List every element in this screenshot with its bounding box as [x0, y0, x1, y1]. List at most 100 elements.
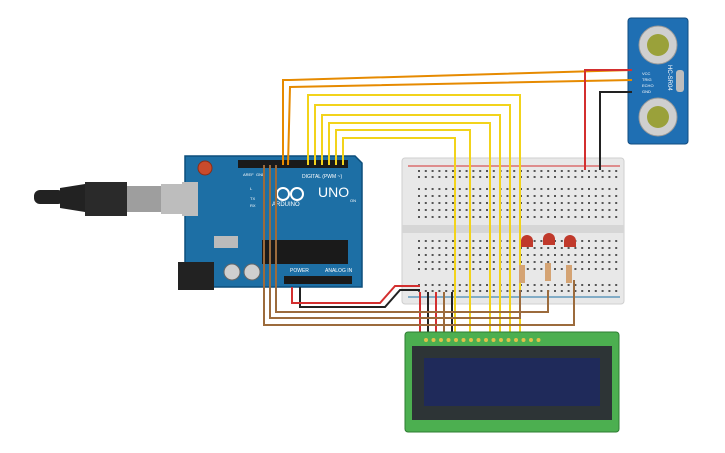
breadboard-rail-hole	[533, 284, 536, 286]
breadboard-hole	[479, 240, 482, 242]
breadboard-hole	[547, 195, 550, 197]
breadboard-hole	[567, 261, 570, 263]
breadboard-hole	[615, 247, 618, 249]
breadboard-hole	[601, 240, 604, 242]
breadboard-hole	[608, 209, 611, 211]
breadboard-hole	[479, 261, 482, 263]
breadboard-hole	[608, 261, 611, 263]
breadboard-hole	[554, 188, 556, 190]
breadboard-hole	[472, 188, 475, 190]
breadboard-hole	[581, 216, 584, 218]
breadboard-hole	[431, 254, 434, 256]
breadboard-rail-hole	[554, 284, 556, 286]
breadboard-rail-hole	[526, 290, 529, 292]
breadboard-hole	[458, 216, 461, 218]
breadboard-hole	[472, 202, 475, 204]
breadboard-rail-hole	[608, 284, 611, 286]
breadboard-hole	[533, 268, 536, 270]
breadboard-hole	[560, 216, 563, 218]
breadboard-hole	[431, 216, 434, 218]
breadboard-hole	[540, 247, 543, 249]
breadboard-rail-hole	[438, 176, 441, 178]
lcd-pin	[476, 338, 481, 342]
breadboard-rail-hole	[438, 290, 441, 292]
breadboard-hole	[479, 209, 482, 211]
breadboard-rail-hole	[554, 290, 556, 292]
breadboard-rail-hole	[608, 176, 611, 178]
breadboard-hole	[608, 195, 611, 197]
l-label: L	[250, 186, 253, 191]
breadboard-hole	[438, 209, 441, 211]
breadboard-hole	[506, 216, 509, 218]
breadboard-hole	[547, 188, 550, 190]
breadboard-hole	[581, 254, 584, 256]
breadboard-hole	[574, 202, 577, 204]
breadboard-hole	[533, 254, 536, 256]
usb-cable	[34, 182, 187, 216]
breadboard-hole	[418, 247, 420, 249]
breadboard-rail-hole	[588, 170, 590, 172]
breadboard-hole	[506, 202, 509, 204]
breadboard-hole	[540, 209, 543, 211]
breadboard-hole	[526, 247, 529, 249]
breadboard-rail-hole	[615, 176, 618, 178]
breadboard-hole	[594, 195, 597, 197]
breadboard-rail-hole	[601, 170, 604, 172]
breadboard-rail-hole	[418, 170, 420, 172]
breadboard-rail-hole	[506, 290, 509, 292]
breadboard-rail-hole	[492, 284, 495, 286]
breadboard-hole	[554, 202, 556, 204]
usb-port	[182, 182, 198, 216]
breadboard-hole	[465, 202, 468, 204]
breadboard-hole	[438, 247, 441, 249]
breadboard-rail-hole	[479, 170, 482, 172]
breadboard-rail-hole	[547, 170, 550, 172]
lcd-pin	[529, 338, 533, 342]
breadboard-hole	[492, 240, 495, 242]
breadboard-hole	[506, 240, 509, 242]
breadboard-hole	[567, 188, 570, 190]
lcd-pin	[514, 338, 518, 342]
breadboard-hole	[574, 188, 577, 190]
breadboard-hole	[424, 240, 427, 242]
breadboard-rail-hole	[581, 176, 584, 178]
breadboard-hole	[486, 268, 488, 270]
breadboard-rail-hole	[540, 284, 543, 286]
breadboard-hole	[486, 240, 488, 242]
breadboard-rail-hole	[431, 170, 434, 172]
breadboard-rail-hole	[492, 170, 495, 172]
breadboard-hole	[424, 268, 427, 270]
breadboard-rail-hole	[540, 176, 543, 178]
breadboard-hole	[465, 216, 468, 218]
breadboard	[401, 157, 625, 305]
wire-lcd-d3	[321, 114, 501, 333]
breadboard-hole	[465, 240, 468, 242]
breadboard-hole	[615, 240, 618, 242]
breadboard-hole	[594, 254, 597, 256]
breadboard-hole	[540, 254, 543, 256]
breadboard-hole	[526, 195, 529, 197]
breadboard-hole	[540, 188, 543, 190]
lcd-pin	[499, 338, 503, 342]
breadboard-rail-hole	[608, 290, 611, 292]
breadboard-rail-hole	[465, 176, 468, 178]
breadboard-hole	[533, 202, 536, 204]
breadboard-hole	[486, 195, 488, 197]
aref-label: AREF	[243, 172, 254, 177]
leds	[519, 233, 576, 283]
breadboard-hole	[492, 254, 495, 256]
breadboard-hole	[452, 216, 454, 218]
lcd-pin	[431, 338, 436, 342]
breadboard-rail-hole	[445, 176, 448, 178]
breadboard-hole	[560, 254, 563, 256]
breadboard-hole	[431, 195, 434, 197]
breadboard-hole	[608, 268, 611, 270]
breadboard-hole	[513, 254, 516, 256]
breadboard-hole	[594, 202, 597, 204]
breadboard-hole	[472, 216, 475, 218]
breadboard-hole	[526, 202, 529, 204]
breadboard-rail-hole	[472, 176, 475, 178]
breadboard-rail-hole	[533, 170, 536, 172]
breadboard-hole	[601, 195, 604, 197]
digital-header-pins	[238, 160, 348, 168]
